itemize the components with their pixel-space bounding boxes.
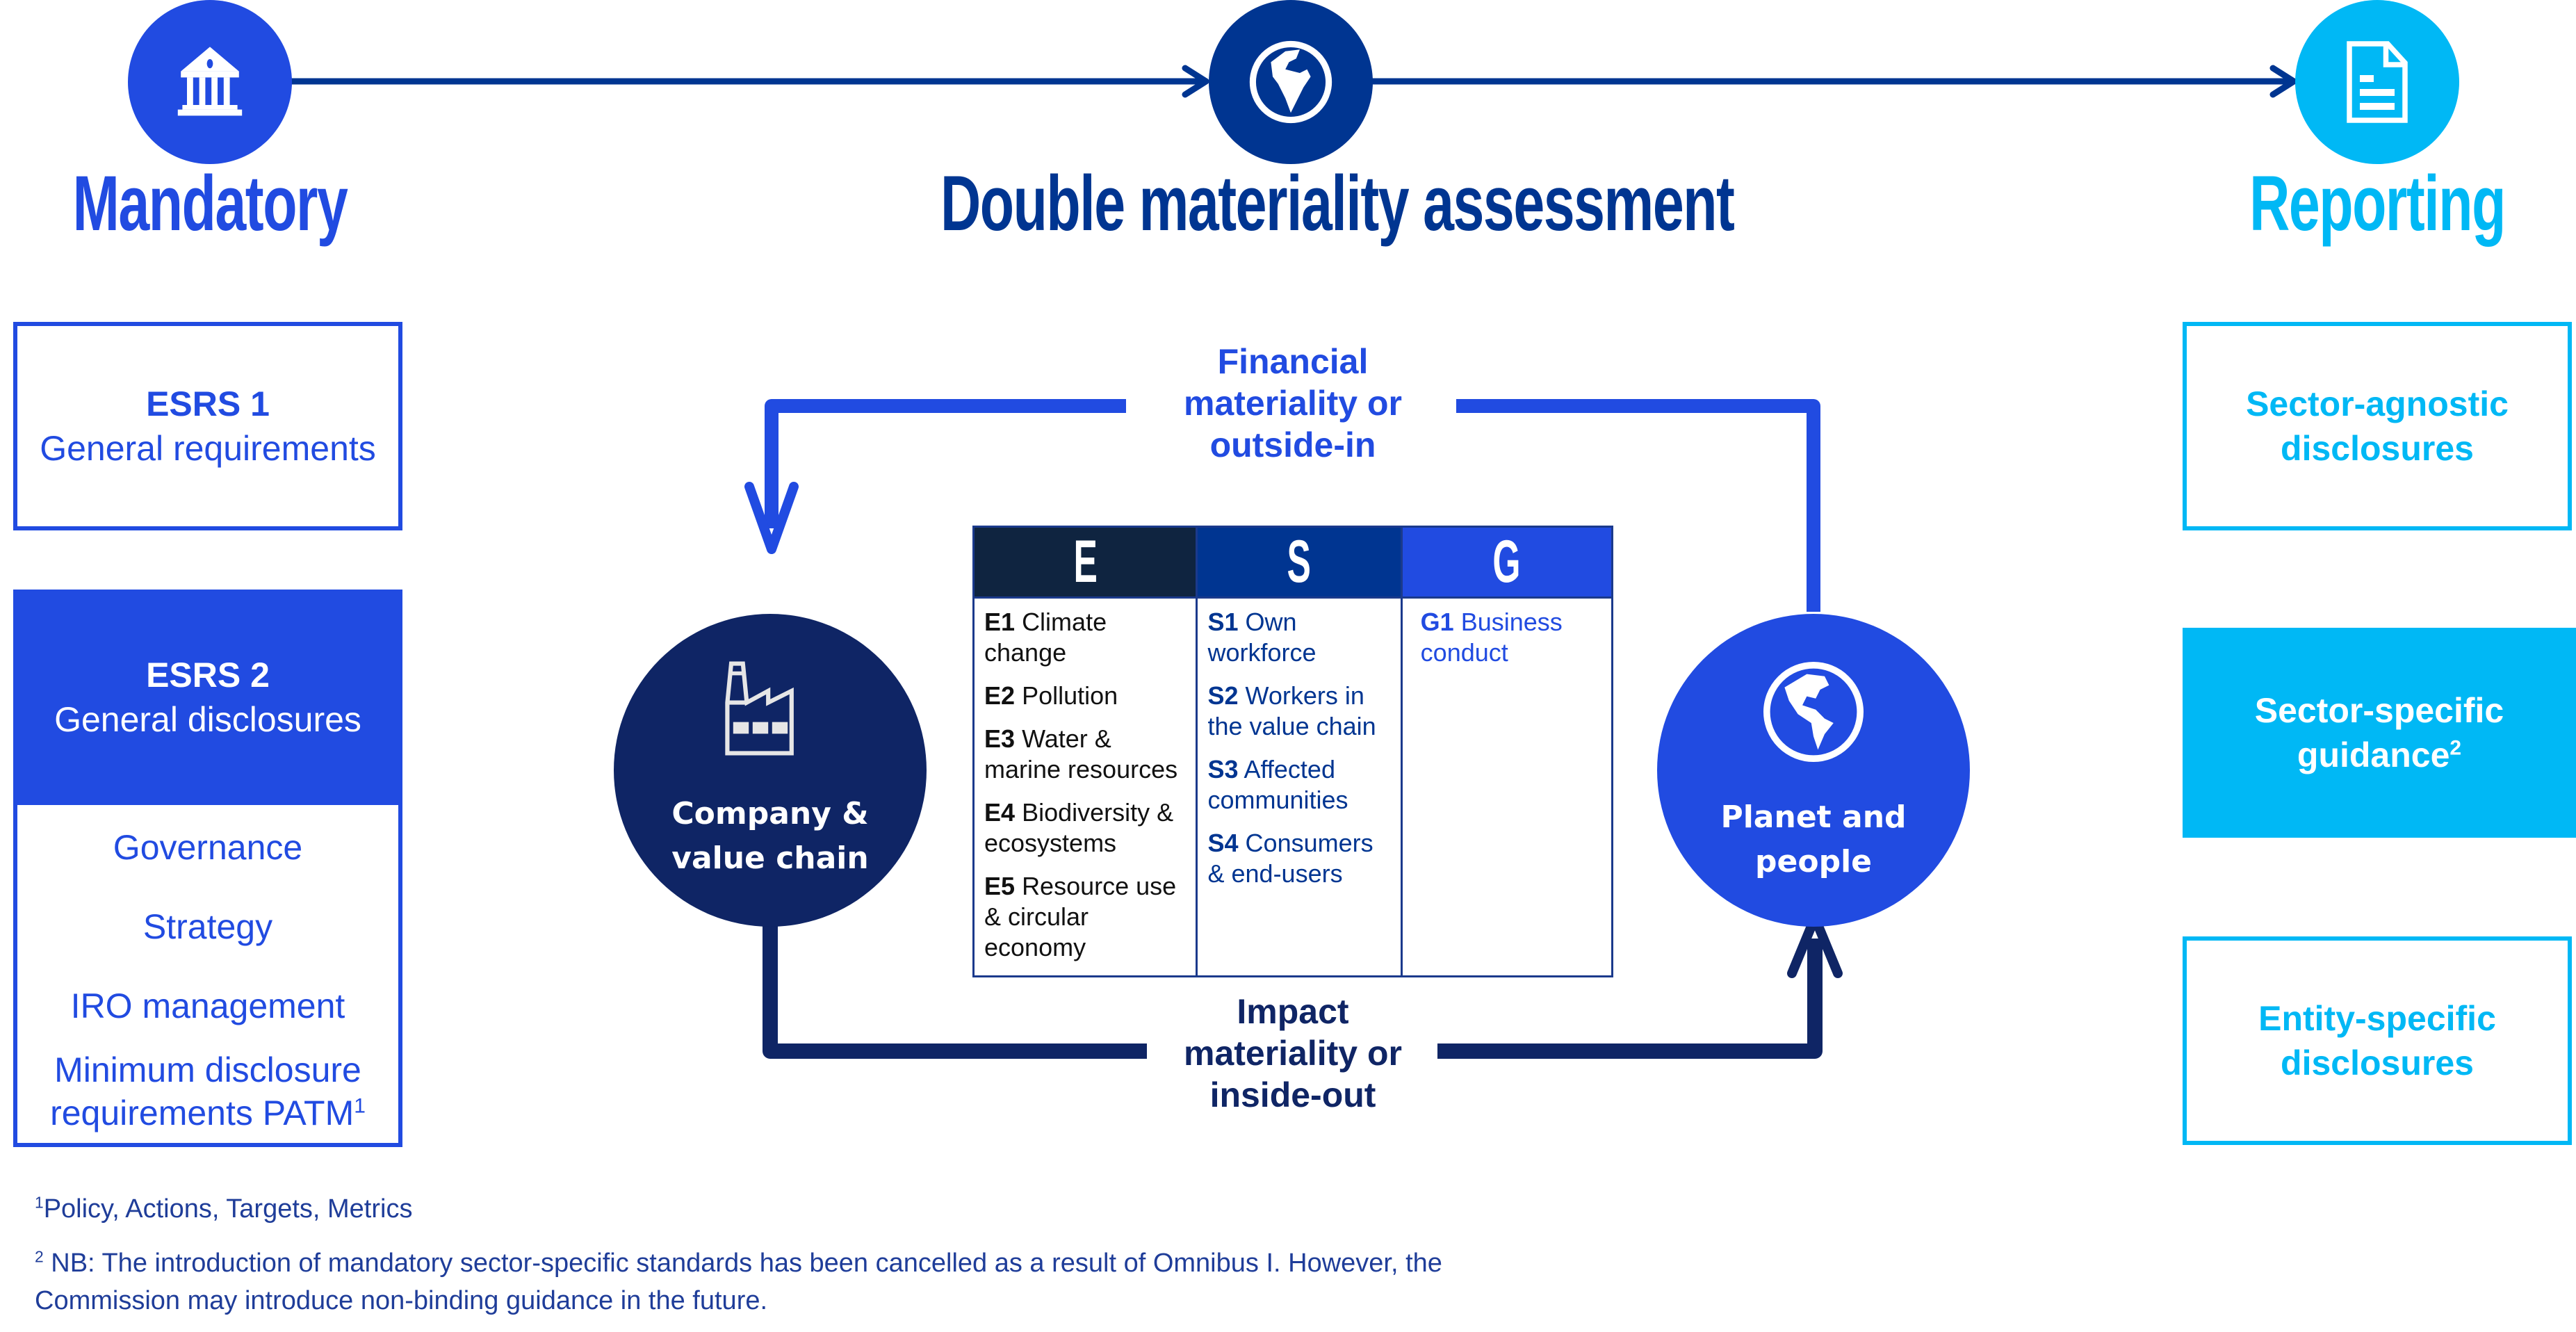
- financial-materiality-label: Financial materiality or outside-in: [1183, 342, 1402, 464]
- document-icon: [2347, 41, 2408, 123]
- arrowhead-icon: [2269, 65, 2297, 98]
- reporting-box-sector-agnostic: Sector-agnostic disclosures: [2183, 322, 2572, 530]
- globe-icon: [1249, 40, 1332, 124]
- esrs2-title: ESRS 2: [146, 656, 270, 695]
- esg-topic: E1 Climate change: [984, 608, 1107, 667]
- mandatory-title: Mandatory: [72, 160, 348, 247]
- impact-materiality-arrow-right: [1437, 939, 1823, 1059]
- esg-topic: G1 Business conduct: [1420, 608, 1563, 667]
- reporting-step-circle: [2295, 0, 2459, 164]
- esg-header-g: G: [1400, 526, 1614, 599]
- impact-materiality-line-left: [763, 925, 1147, 1059]
- impact-materiality-label: Impact materiality or inside-out: [1183, 992, 1402, 1114]
- process-connectors: [288, 65, 2297, 98]
- footnote-ref: 1: [354, 1094, 366, 1118]
- company-node-label: value chain: [671, 840, 869, 876]
- financial-materiality-arrow-left: [765, 399, 1126, 528]
- esg-column-governance: G1 Business conduct: [1400, 596, 1614, 977]
- esg-topic: S1 Own workforce: [1207, 608, 1316, 667]
- esrs1-box: ESRS 1 General requirements: [13, 322, 402, 530]
- esg-topic: E4 Biodiversity & ecosystems: [984, 798, 1174, 857]
- esg-topic: E3 Water & marine resources: [984, 724, 1178, 783]
- dma-title: Double materiality assessment: [940, 160, 1735, 247]
- planet-node-label: people: [1755, 844, 1872, 879]
- esg-topics-table: E S G E1 Climate change E2 Pollution E3 …: [972, 526, 1614, 977]
- esg-topic: S2 Workers in the value chain: [1207, 681, 1376, 740]
- factory-icon: [725, 661, 794, 756]
- esg-header-e: E: [972, 526, 1198, 599]
- esg-column-social: S1 Own workforce S2 Workers in the value…: [1196, 596, 1403, 977]
- esg-topic: S3 Affected communities: [1207, 755, 1348, 814]
- bank-icon: [177, 47, 243, 116]
- esrs2-topic: Minimum disclosure requirements PATM1: [50, 1050, 366, 1132]
- dma-step-circle: [1209, 0, 1373, 164]
- esg-topic: S4 Consumers & end-users: [1207, 829, 1373, 888]
- esg-topic: E2 Pollution: [984, 681, 1118, 710]
- footnote-ref: 2: [2449, 736, 2462, 760]
- esrs2-topic: Governance: [113, 828, 303, 867]
- reporting-box-entity-specific: Entity-specific disclosures: [2183, 936, 2572, 1145]
- arrowhead-down-icon: [744, 482, 799, 554]
- esrs2-topic: IRO management: [70, 986, 345, 1025]
- planet-people-node: Planet and people: [1657, 614, 1970, 927]
- esrs1-subtitle: General requirements: [40, 429, 376, 468]
- globe-icon: [1763, 662, 1864, 762]
- esg-topic: E5 Resource use & circular economy: [984, 872, 1177, 961]
- company-value-chain-node: Company & value chain: [614, 614, 927, 927]
- mandatory-step-circle: [128, 0, 292, 164]
- company-node-label: Company &: [671, 796, 869, 831]
- esrs2-header-box: ESRS 2 General disclosures: [13, 590, 402, 805]
- arrowhead-icon: [1182, 65, 1209, 98]
- esrs1-title: ESRS 1: [146, 384, 270, 423]
- footnote-2: 2 NB: The introduction of mandatory sect…: [35, 1247, 1442, 1315]
- reporting-box-sector-specific: Sector-specific guidance2: [2183, 628, 2576, 838]
- esrs2-topic: Strategy: [142, 907, 273, 946]
- esrs2-topics-box: Governance Strategy IRO management Minim…: [13, 801, 402, 1147]
- esg-column-environment: E1 Climate change E2 Pollution E3 Water …: [972, 596, 1198, 977]
- esrs2-subtitle: General disclosures: [54, 700, 361, 739]
- reporting-title: Reporting: [2249, 160, 2506, 247]
- esg-header-s: S: [1196, 526, 1403, 599]
- footnote-1: 1Policy, Actions, Targets, Metrics: [35, 1193, 413, 1224]
- planet-node-label: Planet and: [1720, 799, 1907, 835]
- financial-materiality-line-right: [1456, 399, 1820, 612]
